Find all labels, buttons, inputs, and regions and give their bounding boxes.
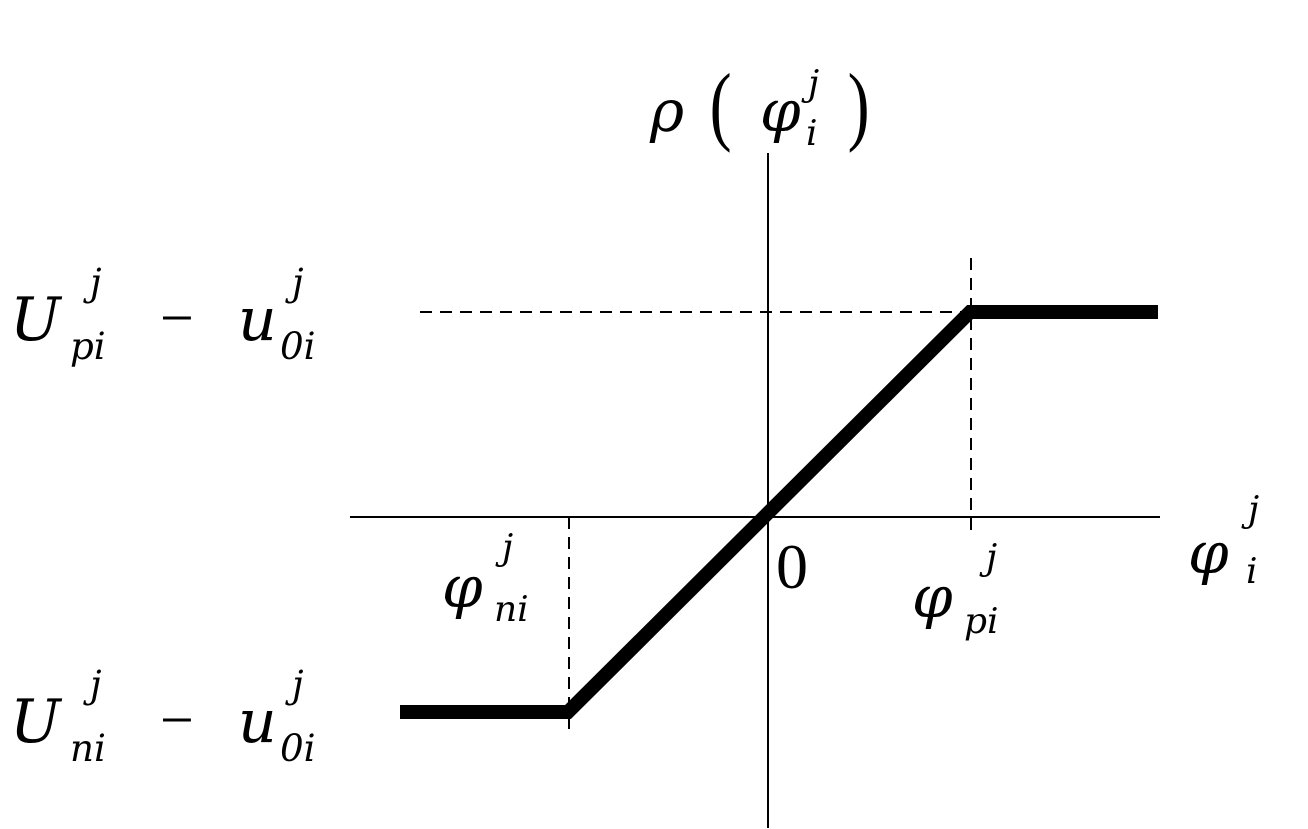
lower-level-label: U j ni − u j 0i	[10, 665, 350, 792]
superscript-j: j	[808, 63, 820, 104]
positive-breakpoint-label: φ j pi	[912, 540, 1052, 660]
x-axis-label: φ j i	[1188, 488, 1298, 598]
subscript-i: i	[1246, 551, 1258, 592]
superscript-j: j	[502, 527, 514, 568]
minus-sign: −	[160, 285, 194, 351]
saturation-curve	[400, 305, 1158, 719]
superscript-j: j	[292, 260, 304, 304]
superscript-j: j	[90, 662, 102, 706]
negative-breakpoint-label: φ j ni	[442, 530, 572, 640]
phi-symbol: φ	[442, 553, 483, 621]
upper-level-label: U j pi − u j 0i	[10, 263, 350, 390]
U-symbol: U	[10, 687, 61, 757]
subscript-ni: ni	[70, 726, 106, 770]
subscript-0i: 0i	[280, 324, 316, 368]
rho-symbol: ρ	[650, 77, 685, 145]
open-paren: (	[709, 57, 732, 154]
close-paren: )	[847, 57, 870, 154]
U-symbol: U	[10, 285, 61, 355]
y-axis-label: ρ ( φ j i )	[648, 62, 888, 158]
subscript-pi: pi	[964, 601, 999, 642]
subscript-i: i	[806, 113, 818, 154]
superscript-j: j	[986, 537, 998, 578]
subscript-pi: pi	[70, 324, 106, 368]
superscript-j: j	[90, 260, 102, 304]
phi-symbol: φ	[760, 77, 801, 145]
subscript-ni: ni	[494, 589, 529, 630]
minus-sign: −	[160, 687, 194, 753]
phi-symbol: φ	[912, 563, 953, 631]
u-symbol: u	[238, 285, 277, 355]
superscript-j: j	[1248, 489, 1260, 530]
phi-symbol: φ	[1188, 519, 1229, 587]
origin-label: 0	[776, 531, 808, 602]
subscript-0i: 0i	[280, 726, 316, 770]
superscript-j: j	[292, 662, 304, 706]
u-symbol: u	[238, 687, 277, 757]
